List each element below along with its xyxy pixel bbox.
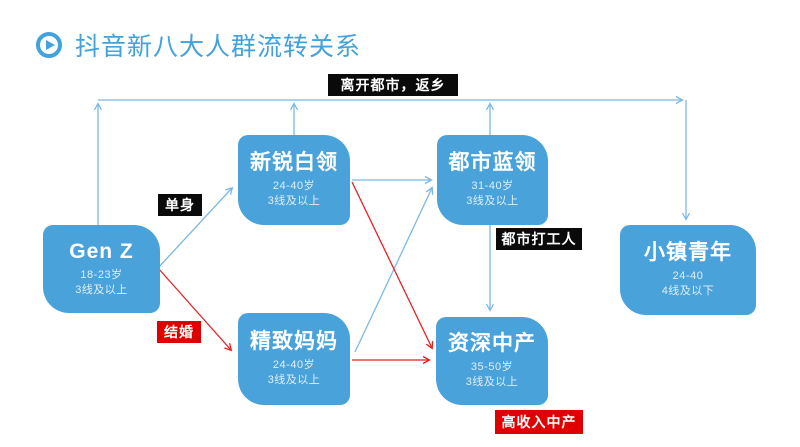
node-jingzhi-mama: 精致妈妈 24-40岁 3线及以上	[238, 313, 350, 405]
node-dushi-lanling: 都市蓝领 31-40岁 3线及以上	[437, 135, 548, 225]
node-tier: 3线及以上	[75, 284, 128, 296]
node-gen-z: Gen Z 18-23岁 3线及以上	[43, 225, 160, 313]
node-xiaozhen-qingnian: 小镇青年 24-40 4线及以下	[620, 225, 756, 315]
label-high-income-middle-class: 高收入中产	[495, 410, 583, 434]
node-xinrui-bailing: 新锐白领 24-40岁 3线及以上	[238, 135, 350, 225]
node-age: 24-40	[672, 270, 704, 282]
node-age: 24-40岁	[272, 359, 316, 371]
node-tier: 3线及以上	[465, 376, 519, 388]
node-title: 都市蓝领	[448, 151, 537, 174]
node-title: Gen Z	[69, 240, 134, 263]
play-icon	[36, 32, 62, 58]
label-urban-worker: 都市打工人	[496, 228, 582, 250]
node-title: 小镇青年	[644, 241, 732, 264]
node-age: 18-23岁	[80, 269, 123, 281]
label-leave-city-return-home: 离开都市，返乡	[328, 74, 458, 96]
node-tier: 4线及以下	[661, 285, 715, 297]
label-single: 单身	[158, 194, 202, 216]
node-zishen-zhongchan: 资深中产 35-50岁 3线及以上	[436, 317, 548, 405]
page-header: 抖音新八大人群流转关系	[36, 27, 361, 63]
node-title: 精致妈妈	[250, 330, 338, 353]
node-tier: 3线及以上	[466, 195, 519, 207]
page-title: 抖音新八大人群流转关系	[75, 33, 362, 61]
node-title: 新锐白领	[250, 151, 338, 174]
node-age: 35-50岁	[470, 361, 514, 373]
label-married: 结婚	[157, 321, 201, 343]
play-triangle-icon	[45, 40, 55, 50]
node-title: 资深中产	[448, 332, 536, 355]
node-tier: 3线及以上	[267, 374, 321, 386]
edge-xinrui-to-zishen	[351, 181, 434, 350]
edge-jingzhi-to-lanling	[354, 186, 434, 353]
node-age: 31-40岁	[471, 180, 514, 192]
node-tier: 3线及以上	[267, 195, 321, 207]
node-age: 24-40岁	[272, 180, 316, 192]
